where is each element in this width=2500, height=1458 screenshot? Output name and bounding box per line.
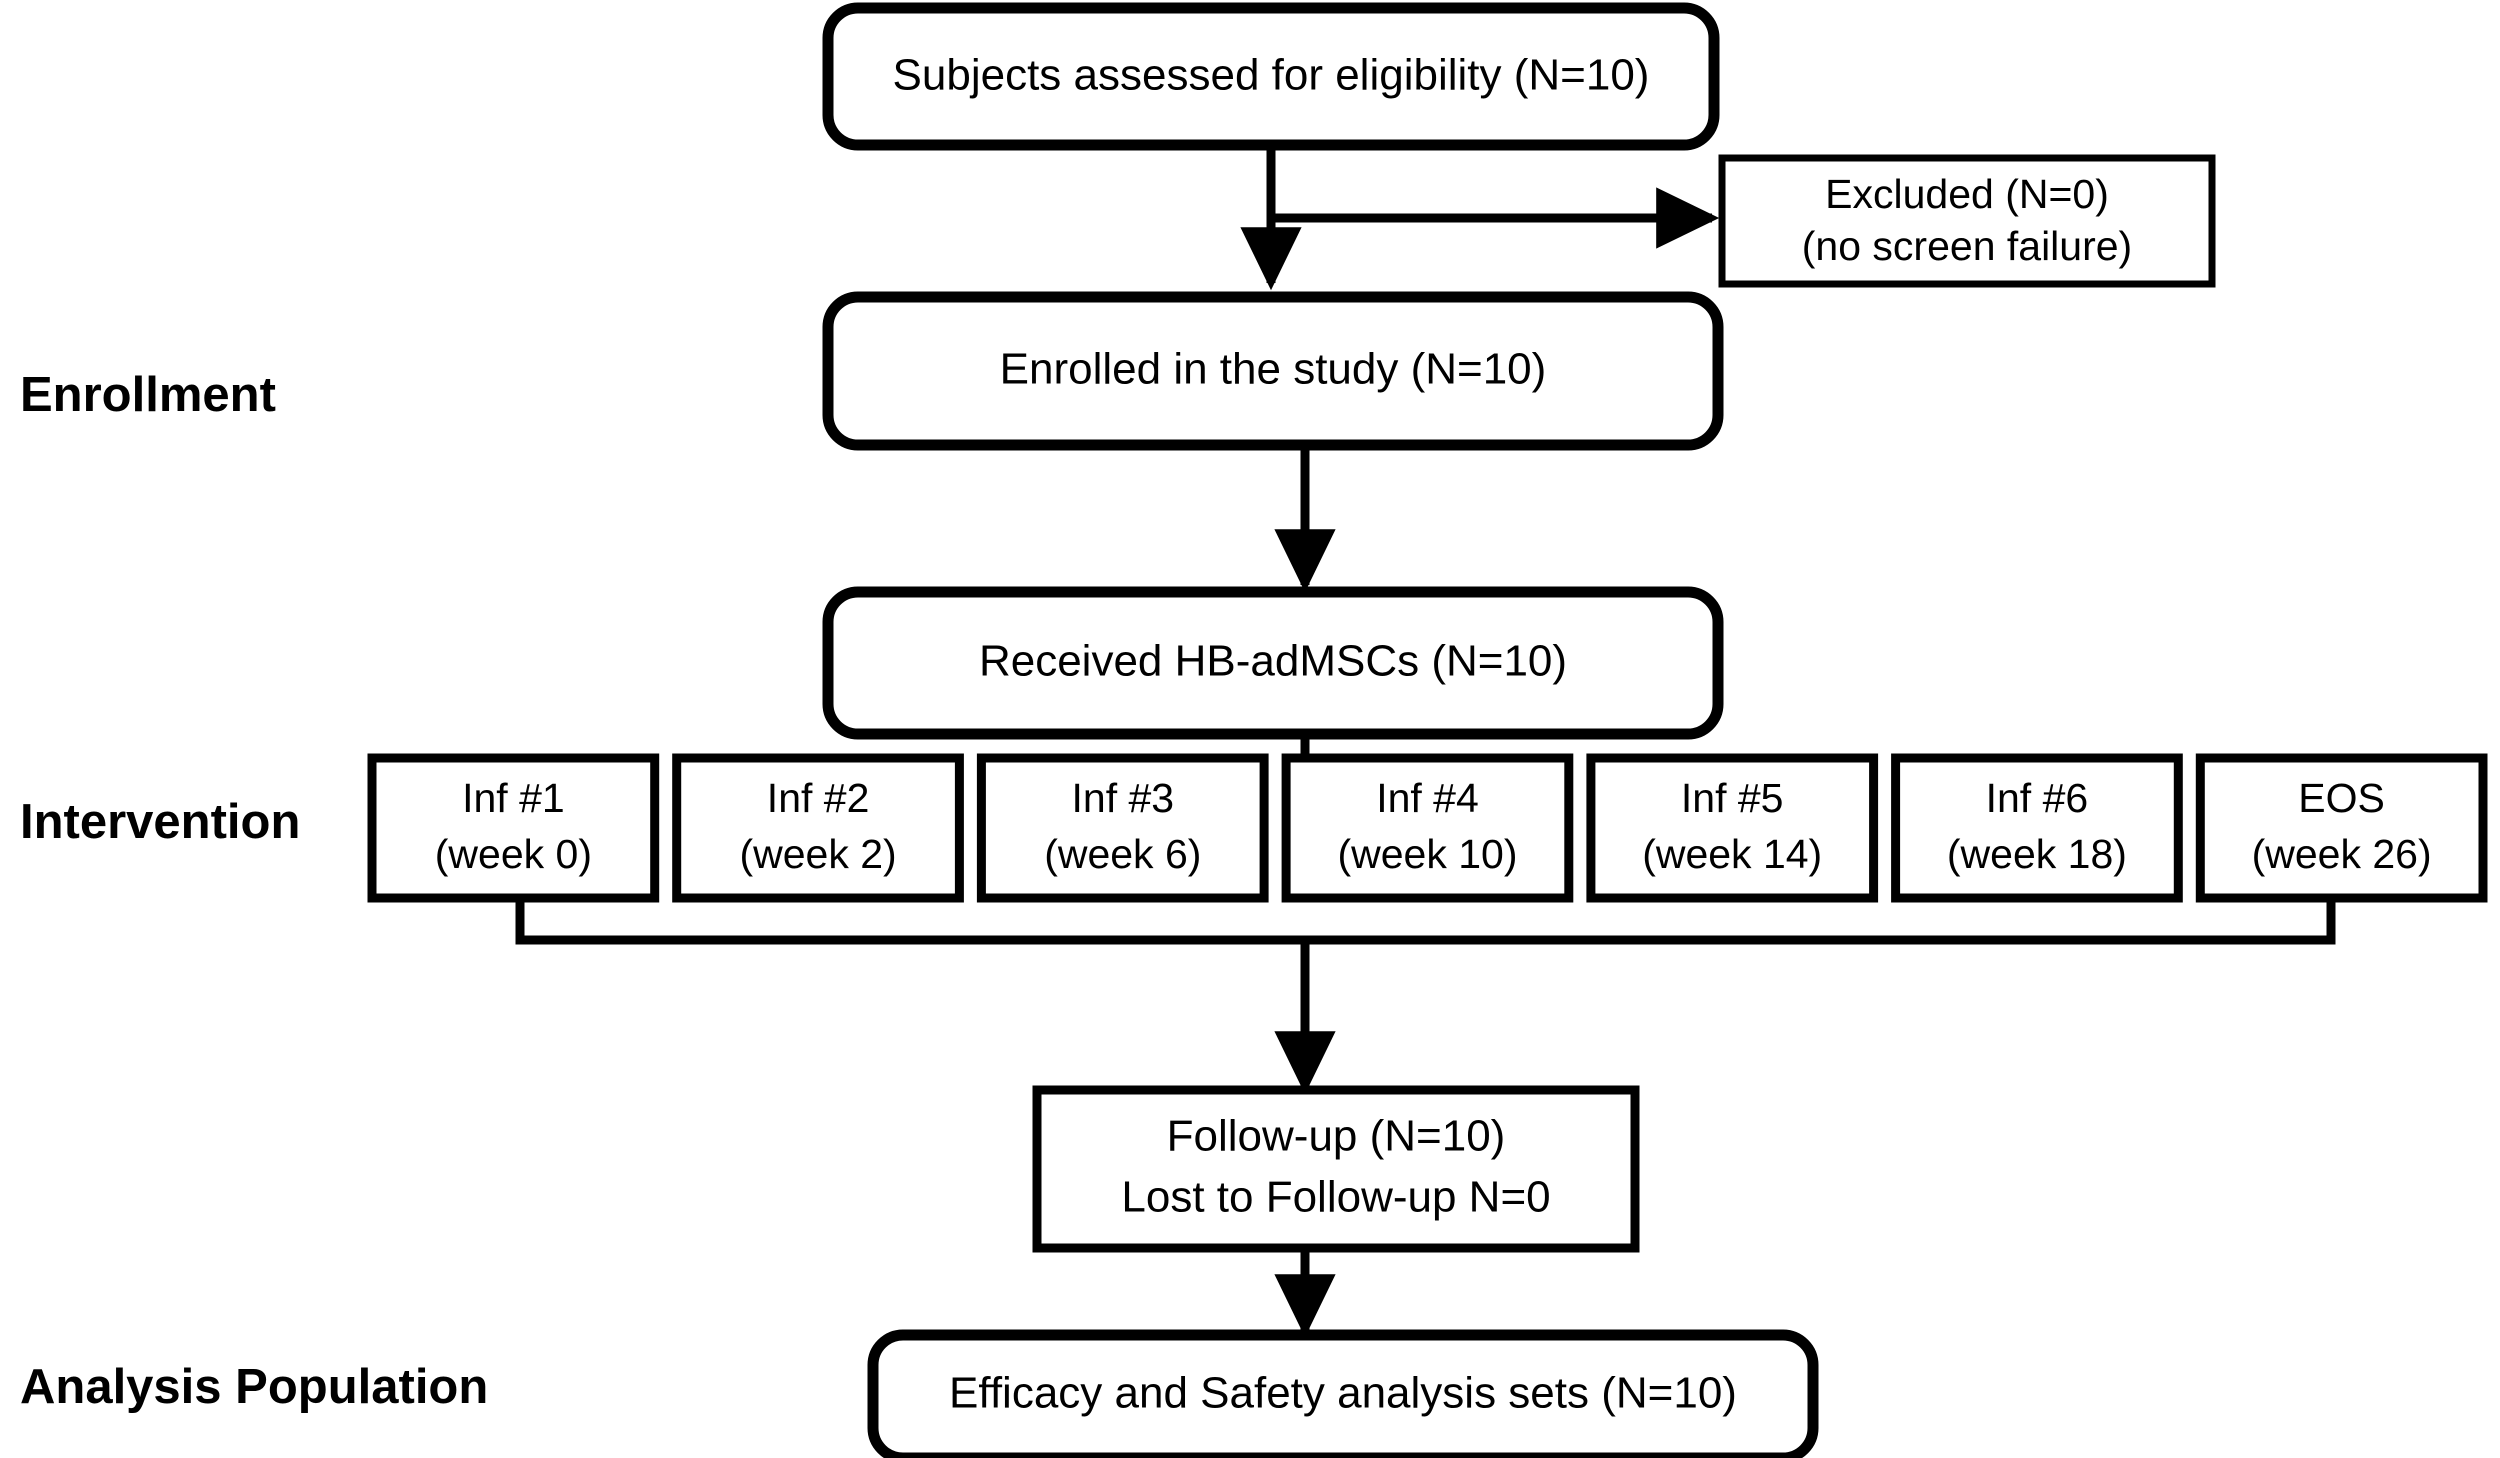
- node-excluded-label-line1: Excluded (N=0): [1825, 171, 2109, 217]
- intervention-row: Inf #1 (week 0) Inf #2 (week 2) Inf #3 (week …: [367, 753, 2488, 903]
- intervention-box-inf4-line1: Inf #4: [1376, 775, 1479, 821]
- stage-label-enrollment: Enrollment: [20, 368, 276, 422]
- node-followup-label-line1: Follow-up (N=10): [1167, 1112, 1506, 1161]
- node-eligibility-label: Subjects assessed for eligibility (N=10): [893, 51, 1650, 100]
- node-received-box: [822, 586, 1724, 740]
- stage-label-analysis-population: Analysis Population: [20, 1360, 488, 1414]
- node-eligibility-box: [822, 2, 1720, 151]
- node-enrolled-box: [822, 291, 1724, 451]
- node-analysis-sets-label: Efficacy and Safety analysis sets (N=10): [949, 1369, 1737, 1418]
- node-followup-box: [1032, 1085, 1640, 1253]
- node-enrolled-label: Enrolled in the study (N=10): [1000, 345, 1547, 394]
- node-eligibility[interactable]: Subjects assessed for eligibility (N=10): [822, 2, 1720, 151]
- node-excluded-box: [1718, 154, 2216, 288]
- intervention-box-eos-rect: [2195, 753, 2488, 903]
- intervention-box-inf6-line2: (week 18): [1947, 831, 2127, 877]
- intervention-box-inf2[interactable]: Inf #2 (week 2): [672, 753, 964, 903]
- intervention-box-inf4[interactable]: Inf #4 (week 10): [1281, 753, 1574, 903]
- intervention-box-inf6-rect: [1891, 753, 2183, 903]
- node-received-hb-admscs[interactable]: Received HB-adMSCs (N=10): [822, 586, 1724, 740]
- connector-intervention-bracket: [515, 898, 2336, 945]
- intervention-box-inf2-line2: (week 2): [739, 831, 896, 877]
- node-received-label: Received HB-adMSCs (N=10): [979, 637, 1567, 686]
- node-analysis-sets-box: [867, 1329, 1819, 1458]
- intervention-box-inf1-rect: [367, 753, 660, 903]
- node-analysis-sets[interactable]: Efficacy and Safety analysis sets (N=10): [867, 1329, 1819, 1458]
- intervention-box-inf5-line1: Inf #5: [1681, 775, 1784, 821]
- node-followup[interactable]: Follow-up (N=10) Lost to Follow-up N=0: [1032, 1085, 1640, 1253]
- node-enrolled[interactable]: Enrolled in the study (N=10): [822, 291, 1724, 451]
- intervention-box-inf3-rect: [976, 753, 1269, 903]
- intervention-box-inf3-line1: Inf #3: [1072, 775, 1175, 821]
- intervention-box-eos-line1: EOS: [2298, 775, 2385, 821]
- intervention-box-eos[interactable]: EOS (week 26): [2195, 753, 2488, 903]
- intervention-box-inf1-line2: (week 0): [435, 831, 592, 877]
- intervention-box-inf5[interactable]: Inf #5 (week 14): [1586, 753, 1879, 903]
- intervention-box-inf4-rect: [1281, 753, 1574, 903]
- intervention-box-inf1[interactable]: Inf #1 (week 0): [367, 753, 660, 903]
- intervention-box-inf5-rect: [1586, 753, 1879, 903]
- intervention-box-inf3[interactable]: Inf #3 (week 6): [976, 753, 1269, 903]
- intervention-box-inf2-line1: Inf #2: [767, 775, 870, 821]
- node-excluded[interactable]: Excluded (N=0) (no screen failure): [1718, 154, 2216, 288]
- intervention-box-eos-line2: (week 26): [2252, 831, 2432, 877]
- node-excluded-label-line2: (no screen failure): [1802, 223, 2132, 269]
- stage-label-intervention: Intervention: [20, 795, 300, 849]
- intervention-box-inf6-line1: Inf #6: [1986, 775, 2089, 821]
- intervention-box-inf3-line2: (week 6): [1044, 831, 1201, 877]
- intervention-box-inf2-rect: [672, 753, 964, 903]
- node-followup-label-line2: Lost to Follow-up N=0: [1121, 1173, 1550, 1222]
- intervention-box-inf5-line2: (week 14): [1642, 831, 1822, 877]
- intervention-box-inf6[interactable]: Inf #6 (week 18): [1891, 753, 2183, 903]
- intervention-box-inf4-line2: (week 10): [1337, 831, 1517, 877]
- intervention-box-inf1-line1: Inf #1: [462, 775, 565, 821]
